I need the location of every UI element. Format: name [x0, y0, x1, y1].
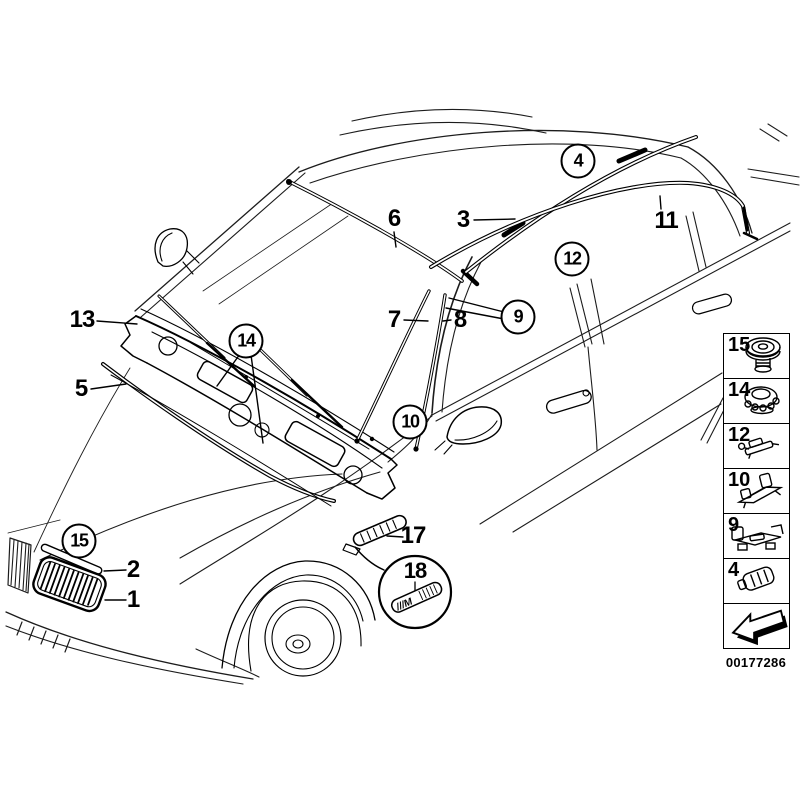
callout-13[interactable]: 13: [69, 306, 96, 333]
legend-item-4[interactable]: 4: [724, 558, 789, 603]
legend-label: 10: [728, 469, 751, 491]
callout-10[interactable]: 10: [392, 404, 428, 440]
mounting-clip-icon: [736, 472, 784, 509]
legend-label: 15: [728, 334, 751, 356]
kidney-grille-1: [32, 556, 107, 613]
callout-17[interactable]: 17: [400, 522, 427, 549]
callout-4[interactable]: 4: [560, 143, 596, 179]
legend-label: 4: [728, 559, 740, 581]
callout-7[interactable]: 7: [387, 306, 401, 333]
callout-8[interactable]: 8: [453, 306, 467, 333]
callout-1[interactable]: 1: [126, 586, 140, 613]
callout-11[interactable]: 11: [654, 207, 678, 234]
roof-molding-3-4: [464, 135, 698, 274]
legend-label: 9: [728, 514, 740, 536]
callout-2[interactable]: 2: [126, 556, 140, 583]
expanding-rivet-icon: [744, 386, 780, 415]
roof-edge-molding-11: [429, 180, 759, 269]
cowl-trim-strip-5: [101, 362, 336, 507]
callout-15[interactable]: 15: [61, 523, 97, 559]
legend-item-14[interactable]: 14: [724, 378, 789, 423]
legend-item-arrow[interactable]: [724, 603, 789, 648]
callout-14[interactable]: 14: [228, 323, 264, 359]
door-handle-front: [545, 389, 592, 414]
molding-clip-icon: [737, 566, 775, 591]
m-badge-detail-circle: ///M: [354, 546, 453, 630]
car-body-outline: [5, 108, 800, 685]
legend-item-12[interactable]: 12: [724, 423, 789, 468]
door-handle-rear: [691, 293, 733, 315]
carrier-clip-icon: [731, 524, 784, 551]
far-side-mirror: [154, 228, 200, 275]
a-pillar-molding-7: [354, 289, 431, 444]
callout-18[interactable]: 18: [403, 558, 428, 583]
callout-9[interactable]: 9: [500, 299, 536, 335]
windshield-upper-molding-6: [286, 179, 480, 287]
direction-arrow-icon: [731, 609, 788, 646]
legend-item-15[interactable]: 15: [724, 334, 789, 378]
legend-label: 12: [728, 424, 751, 446]
legend-item-9[interactable]: 9: [724, 513, 789, 558]
callout-12[interactable]: 12: [554, 241, 590, 277]
side-mirror-cap: [434, 406, 503, 455]
callout-6[interactable]: 6: [387, 205, 401, 232]
grommet-plug-icon: [745, 337, 781, 373]
front-wheel: [221, 560, 376, 677]
pin-clip-icon: [737, 437, 780, 459]
callout-3[interactable]: 3: [456, 206, 470, 233]
side-vent-grille-17: [342, 514, 407, 556]
diagram-part-number: 00177286: [725, 655, 787, 670]
leader-lines: [90, 195, 662, 601]
callout-5[interactable]: 5: [74, 375, 88, 402]
legend-item-10[interactable]: 10: [724, 468, 789, 513]
fastener-legend: 15 14 12: [723, 333, 790, 649]
